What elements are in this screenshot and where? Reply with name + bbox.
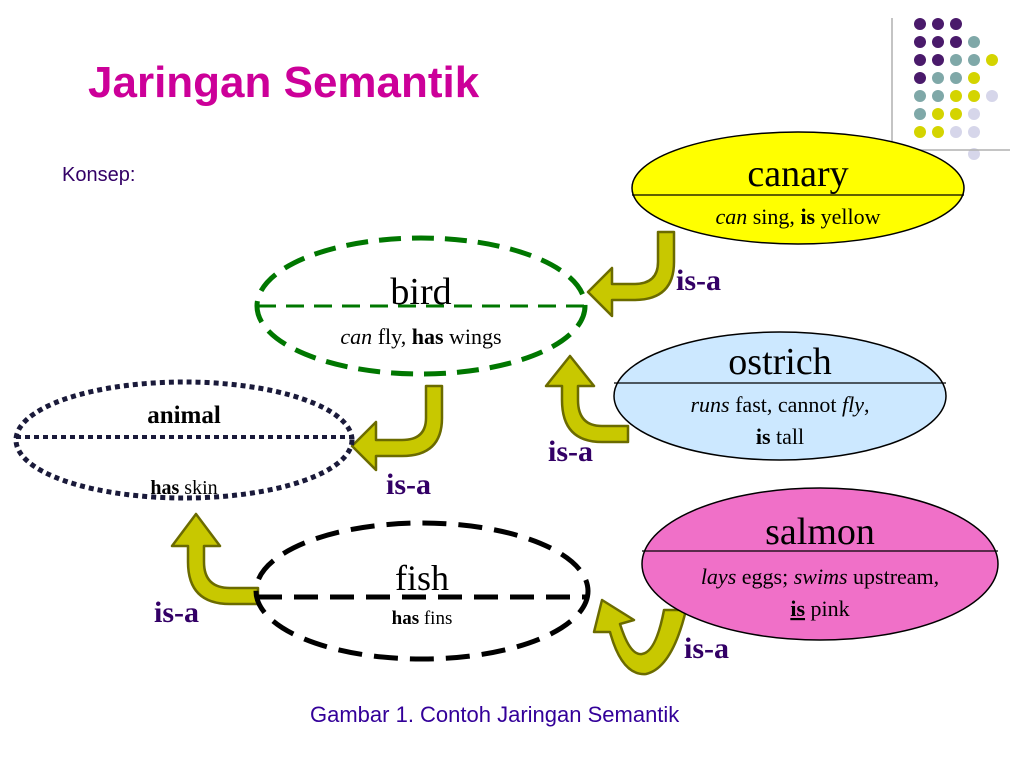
bird-name: bird [390,271,451,313]
canary-ellipse [631,131,965,245]
arrow-salmon-to-fish [592,598,688,676]
ostrich-prop-runs: runs [690,392,729,417]
salmon-properties-line2: is pink [790,596,849,621]
arrow-ostrich-to-bird [544,354,630,444]
salmon-prop-upstream: upstream, [848,564,940,589]
canary-prop-sing: sing, [747,204,800,229]
ostrich-prop-tall: tall [771,424,805,449]
bird-prop-fly: fly, [372,324,412,349]
fish-name: fish [395,558,449,598]
figure-caption: Gambar 1. Contoh Jaringan Semantik [310,702,680,727]
animal-ellipse [13,379,355,501]
bird-prop-wings: wings [444,324,502,349]
salmon-prop-pink: pink [805,596,850,621]
arrow-canary-to-bird [586,230,676,318]
relation-label-bird-animal: is-a [386,468,431,501]
node-animal: animal has skin [13,379,355,501]
node-salmon: salmon lays eggs; swims upstream, is pin… [641,487,999,641]
ostrich-properties-line1: runs fast, cannot fly, [690,392,869,417]
canary-prop-is: is [800,204,815,229]
salmon-prop-is: is [790,596,805,621]
canary-prop-yellow: yellow [815,204,880,229]
ostrich-name: ostrich [728,341,831,383]
ostrich-prop-comma: , [864,392,870,417]
arrow-bird-to-animal [350,384,444,472]
canary-properties: can sing, is yellow [715,204,880,229]
salmon-properties-line1: lays eggs; swims upstream, [701,564,939,589]
animal-prop-has: has [150,477,179,499]
decorative-dot-grid [914,18,998,160]
ostrich-prop-is: is [756,424,771,449]
canary-name: canary [747,153,848,195]
salmon-prop-lays: lays [701,564,736,589]
node-ostrich: ostrich runs fast, cannot fly, is tall [613,331,947,461]
node-canary: canary can sing, is yellow [631,131,965,245]
bird-ellipse [254,235,588,377]
konsep-label: Konsep: [62,164,136,186]
node-fish: fish has fins [253,520,591,662]
animal-properties: has skin [150,477,217,499]
bird-prop-has: has [412,324,444,349]
relation-label-ostrich-bird: is-a [548,435,593,468]
node-bird: bird can fly, has wings [254,235,588,377]
salmon-prop-eggs: eggs; [736,564,793,589]
arrow-fish-to-animal [170,512,260,606]
relation-label-fish-animal: is-a [154,596,199,629]
ostrich-ellipse [613,331,947,461]
canary-prop-can: can [715,204,747,229]
salmon-prop-swims: swims [794,564,848,589]
fish-ellipse [253,520,591,662]
slide-title: Jaringan Semantik [88,58,480,107]
ostrich-prop-fast: fast, cannot [730,392,842,417]
bird-properties: can fly, has wings [340,324,501,349]
relation-label-salmon-fish: is-a [684,632,729,665]
fish-prop-has: has [392,608,419,629]
animal-prop-skin: skin [179,477,217,499]
salmon-ellipse [641,487,999,641]
fish-prop-fins: fins [419,608,452,629]
salmon-name: salmon [765,511,875,553]
ostrich-properties-line2: is tall [756,424,804,449]
bird-prop-can: can [340,324,372,349]
fish-properties: has fins [392,608,453,629]
ostrich-prop-fly: fly [842,392,864,417]
relation-label-canary-bird: is-a [676,264,721,297]
animal-name: animal [147,402,221,429]
